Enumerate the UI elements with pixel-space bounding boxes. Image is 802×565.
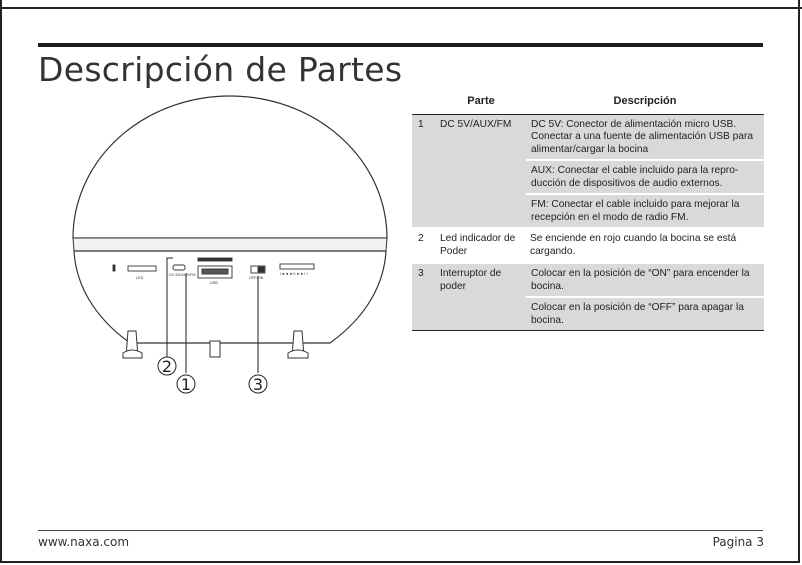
row-part-name: Interruptor de poder xyxy=(436,263,526,331)
callout-leaders xyxy=(166,257,259,373)
speaker-band xyxy=(72,237,388,252)
speaker-feet xyxy=(122,330,309,359)
speaker-dome xyxy=(72,95,388,239)
row-description: Se enciende en rojo cuando la bocina se … xyxy=(530,233,737,257)
dc-label: DC 5V/AUX/FM xyxy=(169,273,196,277)
callout-1-circle xyxy=(176,374,196,394)
description-dc5v: DC 5V: Conector de alimentación micro US… xyxy=(531,118,754,155)
row-description: Colocar en la posición de “ON” para ence… xyxy=(526,263,764,331)
callout-2: 2 xyxy=(162,357,172,376)
dc-port xyxy=(172,264,186,271)
speaker-base xyxy=(73,250,387,344)
row-number: 2 xyxy=(418,233,424,244)
led-label: LED xyxy=(136,276,144,280)
led-slot xyxy=(127,265,157,272)
controls-label: I◄◄ ►II ►►I + xyxy=(280,272,309,276)
row-number: 3 xyxy=(412,263,436,331)
description-off: Colocar en la posición de “OFF” para apa… xyxy=(526,296,764,330)
description-aux: AUX: Conectar el cable incluido para la … xyxy=(526,159,764,193)
description-on: Colocar en la posición de “ON” para ence… xyxy=(531,268,750,292)
footer-website: www.naxa.com xyxy=(38,535,130,549)
header-part: Parte xyxy=(436,90,526,115)
callout-1: 1 xyxy=(181,375,191,394)
table-row: 1 DC 5V/AUX/FM DC 5V: Conector de alimen… xyxy=(412,114,764,228)
header-description: Descripción xyxy=(526,90,764,115)
row-part-name: DC 5V/AUX/FM xyxy=(436,114,526,228)
parts-table: Parte Descripción 1 DC 5V/AUX/FM DC 5V: … xyxy=(412,90,764,331)
top-border-rule xyxy=(0,7,802,9)
speaker-illustration: LED DC 5V/AUX/FM USB OFF/ON I◄◄ ►II ►►I … xyxy=(72,95,388,394)
table-row: 3 Interruptor de poder Colocar en la pos… xyxy=(412,263,764,331)
table-row: 2 Led indicador de Poder Se enciende en … xyxy=(412,228,764,263)
row-part-name: Led indicador de Poder xyxy=(440,233,516,257)
callout-3-circle xyxy=(248,374,268,394)
header-num xyxy=(412,90,436,115)
title-rule xyxy=(38,43,763,47)
page-title: Descripción de Partes xyxy=(38,50,403,89)
footer-page-number: Pagina 3 xyxy=(712,535,764,549)
table-header-row: Parte Descripción xyxy=(412,90,764,115)
control-buttons xyxy=(279,263,315,270)
row-description: DC 5V: Conector de alimentación micro US… xyxy=(526,114,764,228)
usb-label: USB xyxy=(210,281,218,285)
port-panel xyxy=(112,257,315,279)
callout-3: 3 xyxy=(253,375,263,394)
description-fm: FM: Conectar el cable incluido para mejo… xyxy=(526,193,764,227)
switch-label: OFF/ON xyxy=(249,276,264,280)
row-number: 1 xyxy=(412,114,436,228)
footer-rule xyxy=(38,530,763,531)
callout-2-circle xyxy=(157,356,177,376)
